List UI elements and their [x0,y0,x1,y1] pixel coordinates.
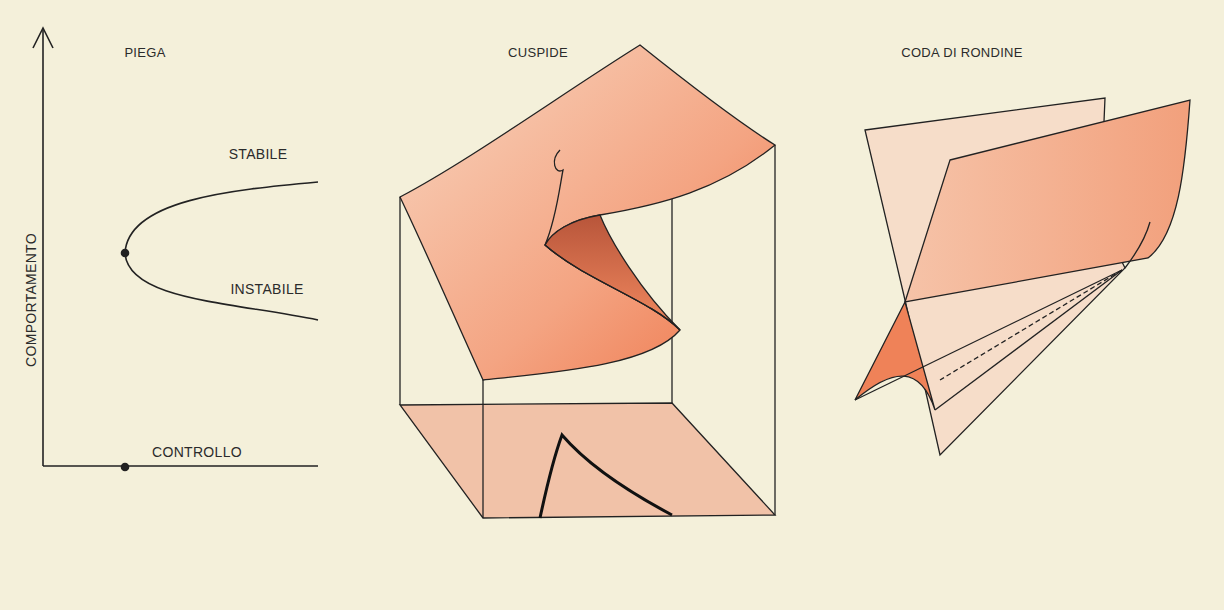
axis-label: CONTROLLO [152,444,242,460]
fold-graph [33,28,318,471]
panel-title: CODA DI RONDINE [901,45,1023,60]
swallowtail-surface [855,98,1190,455]
panel-title: PIEGA [124,45,165,60]
axis-label: COMPORTAMENTO [23,233,39,367]
branch-label: STABILE [229,146,288,162]
cusp-surface [400,45,775,518]
branch-label: INSTABILE [230,281,303,297]
panel-title: CUSPIDE [508,45,568,60]
